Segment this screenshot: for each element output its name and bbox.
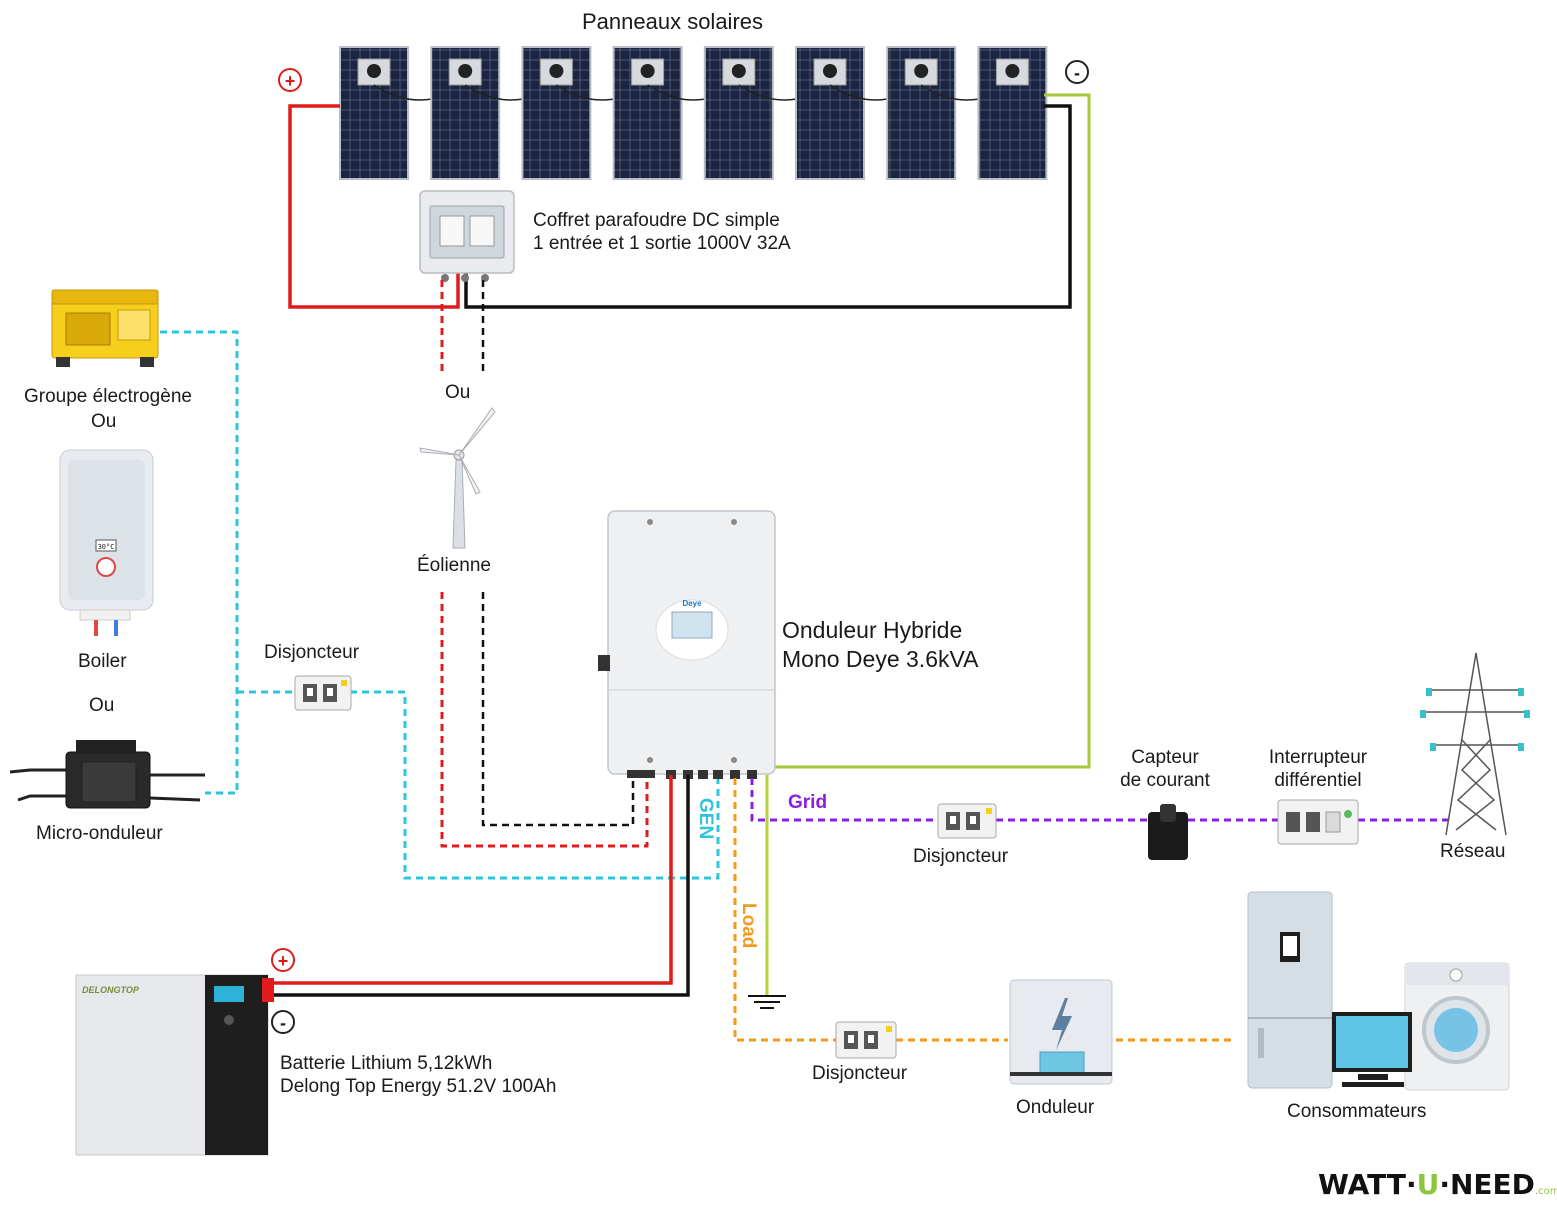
pv-positive-wire bbox=[288, 104, 460, 309]
gen-wire-after-breaker bbox=[350, 690, 720, 880]
solar-panel bbox=[795, 46, 865, 180]
or-label-turbine: Ou bbox=[445, 382, 471, 403]
consumers-label: Consommateurs bbox=[1287, 1101, 1427, 1122]
solar-panel bbox=[430, 46, 501, 180]
boiler-display-text: 30°C bbox=[98, 543, 115, 551]
generator-icon bbox=[51, 289, 159, 367]
battery-label-2: Delong Top Energy 51.2V 100Ah bbox=[280, 1076, 557, 1097]
brand-logo[interactable]: WATT·U·NEED.com bbox=[1318, 1168, 1557, 1201]
solar-panel-array bbox=[339, 46, 1048, 180]
logo-part-1: WATT· bbox=[1318, 1168, 1417, 1201]
solar-panel bbox=[612, 46, 683, 180]
inverter-port bbox=[730, 770, 740, 779]
boiler-icon: 30°C bbox=[59, 449, 154, 636]
battery-negative-wire bbox=[272, 775, 690, 997]
load-wire-label: Load bbox=[738, 903, 759, 949]
current-sensor-label-2: de courant bbox=[1120, 770, 1210, 791]
pv-positive-sign: + bbox=[278, 68, 302, 92]
breaker-gen-label: Disjoncteur bbox=[264, 642, 360, 663]
wind-turbine-label: Éolienne bbox=[417, 555, 491, 576]
micro-inverter-icon bbox=[9, 740, 205, 809]
or-label-generator: Ou bbox=[91, 411, 117, 432]
grid-wire-label: Grid bbox=[788, 792, 828, 813]
micro-inverter-label: Micro-onduleur bbox=[36, 823, 163, 844]
breaker-grid-label: Disjoncteur bbox=[913, 846, 1009, 867]
pv-negative-sign: - bbox=[1065, 60, 1089, 84]
inverter-port bbox=[747, 770, 757, 779]
battery-brand-text: DELONGTOP bbox=[82, 985, 140, 995]
inverter-label-2: Mono Deye 3.6kVA bbox=[782, 646, 979, 672]
inverter-label-1: Onduleur Hybride bbox=[782, 617, 963, 643]
rcd-label-2: différentiel bbox=[1274, 770, 1362, 791]
battery-positive-sign: + bbox=[271, 948, 295, 972]
dc-box-label-2: 1 entrée et 1 sortie 1000V 32A bbox=[533, 233, 791, 254]
gen-wire-label: GEN bbox=[695, 798, 716, 840]
battery-label-1: Batterie Lithium 5,12kWh bbox=[280, 1053, 493, 1074]
pylon-icon bbox=[1420, 652, 1530, 836]
inverter-port bbox=[713, 770, 723, 779]
grid-wire bbox=[750, 778, 938, 822]
appliances-icon bbox=[1247, 891, 1510, 1091]
rcd-icon bbox=[1277, 799, 1359, 845]
breaker-grid-icon bbox=[937, 803, 997, 839]
dashed-red-lower bbox=[440, 592, 649, 848]
current-sensor-label-1: Capteur bbox=[1131, 747, 1199, 768]
generator-label: Groupe électrogène bbox=[24, 386, 192, 407]
load-wire bbox=[733, 778, 836, 1042]
gen-wire bbox=[160, 330, 239, 795]
inverter-ports bbox=[666, 770, 757, 779]
logo-suffix: .com bbox=[1534, 1186, 1557, 1197]
inverter-port bbox=[683, 770, 693, 779]
dc-surge-box bbox=[419, 190, 515, 282]
battery-icon: DELONGTOP bbox=[75, 974, 274, 1156]
logo-part-2: U bbox=[1416, 1168, 1440, 1201]
solar-panel bbox=[521, 46, 592, 180]
battery-positive-wire bbox=[272, 775, 673, 985]
rcd-label-1: Interrupteur bbox=[1268, 747, 1368, 768]
grid-network-label: Réseau bbox=[1440, 841, 1506, 862]
solar-panel bbox=[339, 46, 409, 180]
wind-turbine-icon bbox=[419, 407, 496, 549]
hybrid-inverter-icon: Deye bbox=[598, 510, 776, 778]
inverter-brand-text: Deye bbox=[682, 599, 702, 608]
boiler-label: Boiler bbox=[78, 651, 127, 672]
solar-panel bbox=[977, 46, 1048, 180]
breaker-load-label: Disjoncteur bbox=[812, 1063, 908, 1084]
ups-label: Onduleur bbox=[1016, 1097, 1095, 1118]
breaker-load-icon bbox=[835, 1021, 897, 1059]
inverter-port bbox=[698, 770, 708, 779]
ups-inverter-icon bbox=[1009, 979, 1113, 1085]
dc-box-label-1: Coffret parafoudre DC simple bbox=[533, 210, 780, 231]
ground-symbol-icon bbox=[748, 995, 786, 1009]
breaker-gen-icon bbox=[294, 675, 352, 711]
battery-negative-sign: - bbox=[271, 1010, 295, 1034]
current-sensor-icon bbox=[1148, 804, 1188, 860]
logo-part-3: ·NEED bbox=[1439, 1168, 1535, 1201]
solar-panels-title: Panneaux solaires bbox=[582, 9, 764, 34]
or-label-boiler: Ou bbox=[89, 695, 115, 716]
solar-panel bbox=[703, 46, 774, 180]
pv-negative-wire bbox=[464, 104, 1072, 309]
solar-panel bbox=[886, 46, 957, 180]
inverter-port bbox=[666, 770, 676, 779]
